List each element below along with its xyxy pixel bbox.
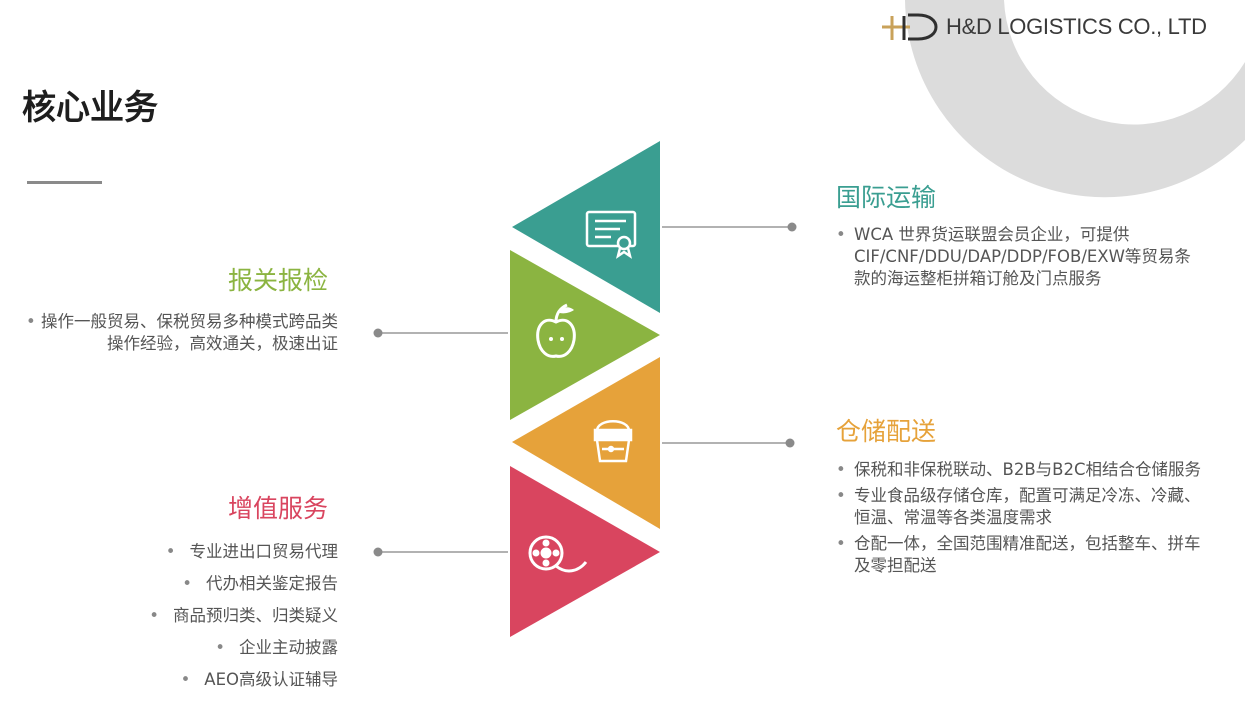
connector-dot-customs-inspection xyxy=(373,328,383,338)
bullet-item: AEO高级认证辅导 xyxy=(60,669,338,691)
bullet-item: 企业主动披露 xyxy=(60,637,338,659)
title-underline xyxy=(27,181,102,184)
heading-warehousing-distribution: 仓储配送 xyxy=(836,417,937,446)
heading-international-transport: 国际运输 xyxy=(836,183,937,212)
bullet-item: 操作一般贸易、保税贸易多种模式跨品类操作经验，高效通关，极速出证 xyxy=(0,311,338,355)
connector-dot-international-transport xyxy=(787,222,797,232)
connector-dot-value-added-services xyxy=(373,547,383,557)
hd-monogram-logo xyxy=(882,13,938,41)
bullet-item: 专业食品级存储仓库，配置可满足冷冻、冷藏、恒温、常温等各类温度需求 xyxy=(836,485,1206,529)
bullet-item: WCA 世界货运联盟会员企业，可提供CIF/CNF/DDU/DAP/DDP/FO… xyxy=(836,224,1191,290)
apple-icon xyxy=(536,303,576,358)
bullets-value-added-services: 专业进出口贸易代理 代办相关鉴定报告 商品预归类、归类疑义 企业主动披露 AEO… xyxy=(60,541,338,701)
triangle-warehousing-distribution xyxy=(512,357,660,529)
company-logo: H&D LOGISTICS CO., LTD xyxy=(880,10,1207,44)
certificate-icon xyxy=(585,210,637,259)
bullet-item: 保税和非保税联动、B2B与B2C相结合仓储服务 xyxy=(836,459,1206,481)
triangle-customs-inspection xyxy=(510,250,660,420)
bullets-international-transport: WCA 世界货运联盟会员企业，可提供CIF/CNF/DDU/DAP/DDP/FO… xyxy=(836,224,1191,294)
film-reel-icon xyxy=(528,535,588,573)
heading-value-added-services: 增值服务 xyxy=(228,494,329,523)
bullets-customs-inspection: 操作一般贸易、保税贸易多种模式跨品类操作经验，高效通关，极速出证 xyxy=(0,311,338,355)
bullet-item: 代办相关鉴定报告 xyxy=(60,573,338,595)
bullets-warehousing-distribution: 保税和非保税联动、B2B与B2C相结合仓储服务 专业食品级存储仓库，配置可满足冷… xyxy=(836,459,1206,581)
basket-icon xyxy=(593,420,633,463)
company-name: H&D LOGISTICS CO., LTD xyxy=(946,14,1207,39)
bullet-item: 商品预归类、归类疑义 xyxy=(60,605,338,627)
connector-dot-warehousing-distribution xyxy=(785,438,795,448)
decorative-arc xyxy=(905,0,1245,198)
page-title: 核心业务 xyxy=(22,88,158,128)
heading-customs-inspection: 报关报检 xyxy=(228,266,329,295)
triangle-value-added-services xyxy=(510,466,660,637)
bullet-item: 仓配一体，全国范围精准配送，包括整车、拼车及零担配送 xyxy=(836,533,1206,577)
bullet-item: 专业进出口贸易代理 xyxy=(60,541,339,563)
